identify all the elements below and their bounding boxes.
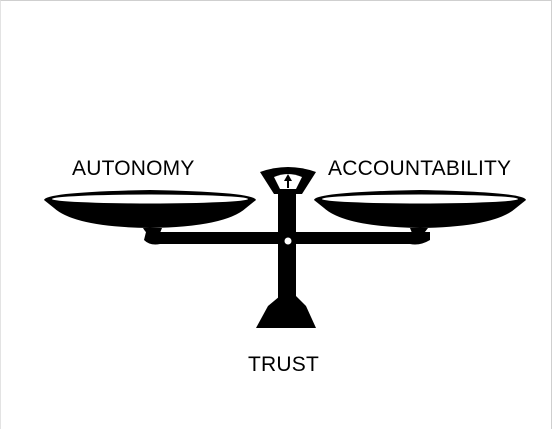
autonomy-label: AUTONOMY <box>72 157 195 180</box>
pivot-dot <box>284 237 292 245</box>
left-pan <box>44 190 256 236</box>
top-indicator <box>260 167 316 194</box>
scale-base <box>256 296 316 328</box>
accountability-label: ACCOUNTABILITY <box>328 157 512 180</box>
center-post <box>278 188 296 302</box>
right-pan <box>314 190 526 236</box>
trust-label: TRUST <box>248 353 319 376</box>
